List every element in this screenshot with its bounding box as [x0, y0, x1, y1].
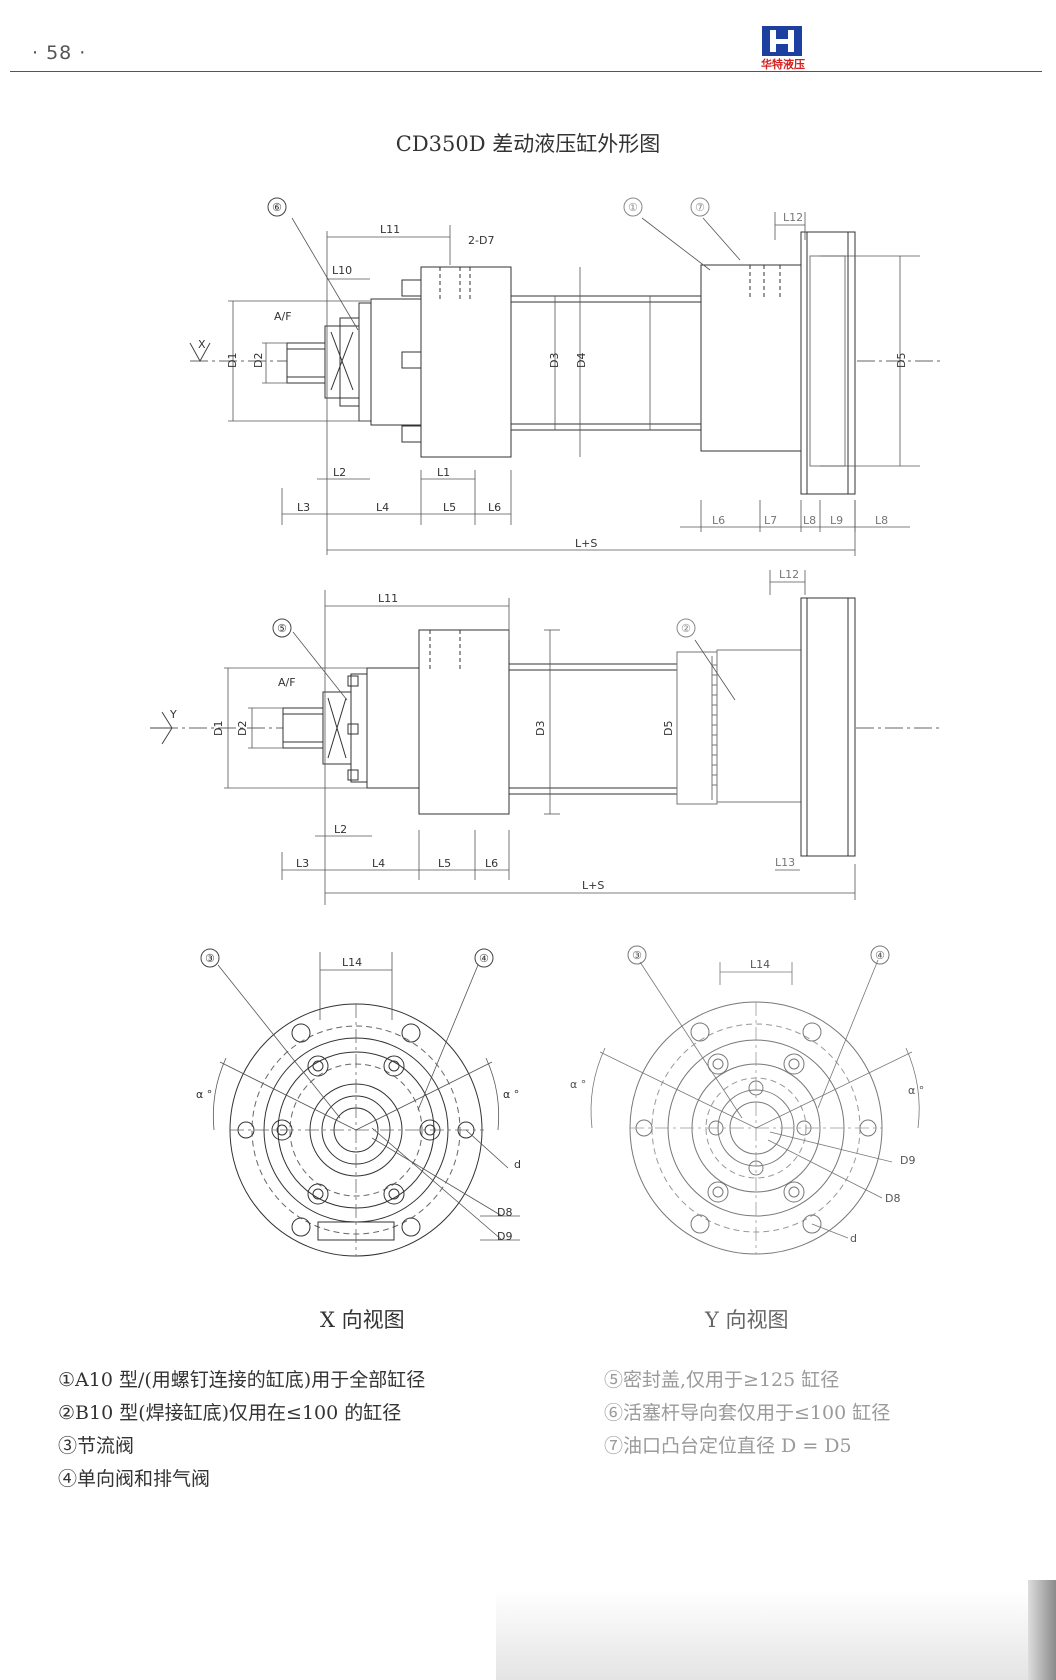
- dim-L6: L6: [488, 501, 501, 514]
- callout-5-label: ⑤: [277, 622, 287, 635]
- side-view-b10: ⑤ ② L11 L12 A/F Y D1 D2 D3 D5 L2 L3 L4 L…: [150, 568, 940, 905]
- dim-alpha-left-x: α °: [196, 1088, 212, 1101]
- notes-left: ①A10 型/(用螺钉连接的缸底)用于全部缸径 ②B10 型(焊接缸底)仅用在≤…: [58, 1364, 425, 1496]
- callout-4-x: ④: [479, 952, 489, 965]
- callout-3-y: ③: [632, 949, 642, 962]
- dim-L13: L13: [775, 856, 795, 869]
- note-item: ⑤密封盖,仅用于≥125 缸径: [604, 1369, 840, 1391]
- dim-D3: D3: [548, 353, 561, 368]
- dim-L11: L11: [380, 223, 400, 236]
- dim-alpha-right-y: α °: [908, 1084, 924, 1097]
- dim-D1: D1: [226, 353, 239, 368]
- dim-d-x: d: [514, 1158, 521, 1171]
- note-item: ②B10 型(焊接缸底)仅用在≤100 的缸径: [58, 1402, 402, 1424]
- dim-D8-x: D8: [497, 1206, 512, 1219]
- callout-4-y: ④: [875, 949, 885, 962]
- dim-D1-v2: D1: [212, 721, 225, 736]
- page-number: · 58 ·: [32, 42, 87, 64]
- end-view-y: ③ ④ L14 α ° α ° D9 D8 d: [570, 945, 924, 1255]
- note-item: ①A10 型/(用螺钉连接的缸底)用于全部缸径: [58, 1369, 426, 1391]
- dim-L10: L10: [332, 264, 352, 277]
- dim-D8-y: D8: [885, 1192, 900, 1205]
- dim-alpha-right-x: α °: [503, 1088, 519, 1101]
- callout-3-x: ③: [205, 952, 215, 965]
- dim-L3: L3: [297, 501, 310, 514]
- dim-L8a: L8: [803, 514, 816, 527]
- dim-D3-v2: D3: [534, 721, 547, 736]
- dim-D9-y: D9: [900, 1154, 915, 1167]
- note-item: ⑦油口凸台定位直径 D = D5: [604, 1435, 852, 1457]
- dim-d-y: d: [850, 1232, 857, 1245]
- callout-7-label: ⑦: [695, 201, 705, 214]
- logo-text: 华特液压: [761, 58, 805, 71]
- dim-L7: L7: [764, 514, 777, 527]
- side-view-a10: ⑥ ① ⑦ L11 L10 2-D7 L12 A/F X D1 D2 D3 D4…: [189, 197, 940, 556]
- page-title: CD350D 差动液压缸外形图: [395, 132, 661, 156]
- dim-L5-v2: L5: [438, 857, 451, 870]
- view-y-marker: Y: [169, 708, 177, 721]
- logo-bar: [770, 39, 794, 44]
- dim-AF: A/F: [274, 310, 292, 323]
- view-x-marker: X: [198, 338, 206, 351]
- dim-L14-x: L14: [342, 956, 362, 969]
- page-shadow: [496, 1590, 1056, 1680]
- note-item: ③节流阀: [58, 1435, 135, 1457]
- dim-D5-v2: D5: [662, 721, 675, 736]
- dim-L1: L1: [437, 466, 450, 479]
- dim-L6b: L6: [712, 514, 725, 527]
- dim-L12: L12: [783, 211, 803, 224]
- dim-D2: D2: [252, 353, 265, 368]
- dim-L4: L4: [376, 501, 389, 514]
- notes-right: ⑤密封盖,仅用于≥125 缸径 ⑥活塞杆导向套仅用于≤100 缸径 ⑦油口凸台定…: [604, 1364, 890, 1463]
- dim-AF-v2: A/F: [278, 676, 296, 689]
- dim-L4-v2: L4: [372, 857, 385, 870]
- dim-L9: L9: [830, 514, 843, 527]
- dim-L2: L2: [333, 466, 346, 479]
- brand-logo: 华特液压: [748, 26, 818, 71]
- header-rule: [10, 71, 1042, 72]
- page-header: · 58 · 华特液压: [10, 26, 1042, 75]
- dim-D2-v2: D2: [236, 721, 249, 736]
- dim-L8: L8: [875, 514, 888, 527]
- dim-D7: 2-D7: [468, 234, 494, 247]
- end-view-x: ③ ④ L14 α ° α ° d D8 D9: [196, 948, 521, 1257]
- y-view-caption: Y 向视图: [705, 1308, 789, 1332]
- callout-2-label: ②: [681, 622, 691, 635]
- dim-L5: L5: [443, 501, 456, 514]
- page-edge-shadow: [1028, 1580, 1056, 1680]
- note-item: ⑥活塞杆导向套仅用于≤100 缸径: [604, 1402, 891, 1424]
- dim-D4: D4: [575, 353, 588, 368]
- callout-1-label: ①: [628, 201, 638, 214]
- dim-L3-v2: L3: [296, 857, 309, 870]
- dim-D9-x: D9: [497, 1230, 512, 1243]
- dim-LS-v2: L+S: [582, 879, 604, 892]
- dim-L12-v2: L12: [779, 568, 799, 581]
- dim-alpha-left-y: α °: [570, 1078, 586, 1091]
- dim-D5: D5: [895, 353, 908, 368]
- dim-L11-v2: L11: [378, 592, 398, 605]
- dim-L6-v2: L6: [485, 857, 498, 870]
- dim-LS: L+S: [575, 537, 597, 550]
- note-item: ④单向阀和排气阀: [58, 1468, 211, 1490]
- x-view-caption: X 向视图: [320, 1308, 405, 1332]
- dim-L2-v2: L2: [334, 823, 347, 836]
- dim-L14-y: L14: [750, 958, 770, 971]
- callout-6-label: ⑥: [272, 201, 282, 214]
